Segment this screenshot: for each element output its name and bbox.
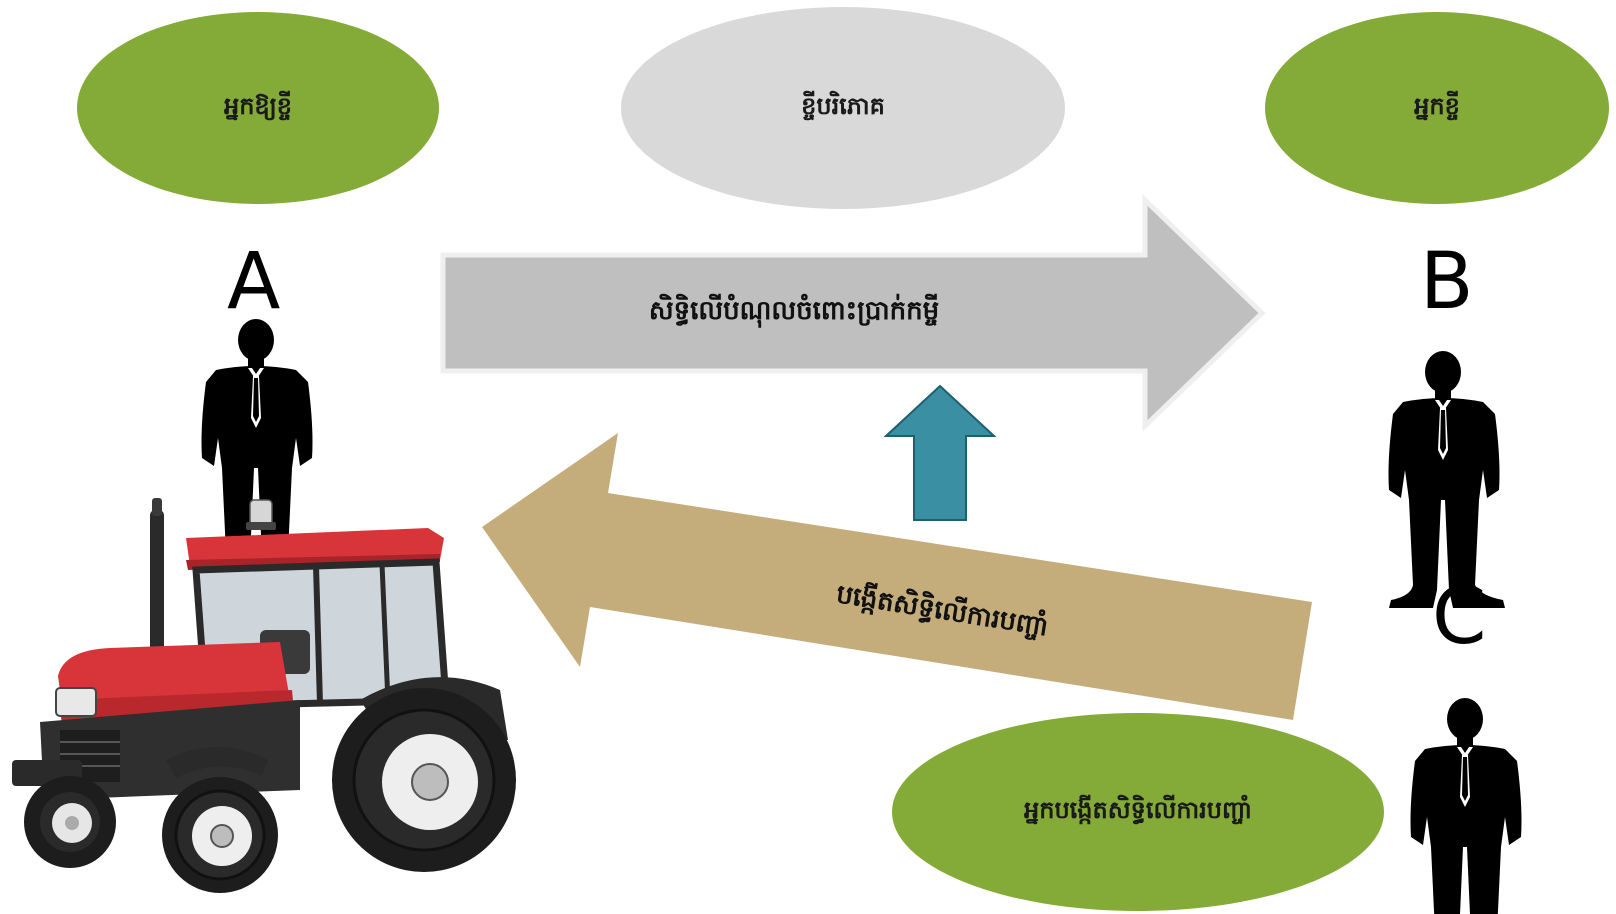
borrower-label: អ្នកខ្ចី (1414, 91, 1460, 120)
person-c-businessman-silhouette-icon (1410, 698, 1527, 914)
consumer-loan-label: ខ្ចីបរិភោគ (801, 91, 885, 120)
person-b-letter: B (1420, 237, 1474, 327)
person-b-businessman-silhouette-icon (1388, 351, 1505, 608)
person-a-letter: A (227, 237, 281, 327)
create-pledge-arrow (482, 433, 1312, 720)
lender-label: អ្នកឱ្យខ្ចី (223, 91, 293, 120)
consumer-loan-ellipse (621, 7, 1065, 209)
up-arrow-icon (883, 384, 997, 521)
tractor-icon (12, 498, 516, 893)
claim-right-arrow (440, 194, 1266, 432)
person-c-letter: C (1432, 572, 1487, 662)
lender-ellipse (77, 12, 439, 204)
claim-right-label: សិទ្ធិលើបំណុលចំពោះប្រាក់កម្ចី (648, 296, 940, 326)
pledge-creator-label: អ្នកបង្កើតសិទ្ធិលើការបញ្ចាំ (1023, 795, 1253, 824)
borrower-ellipse (1265, 12, 1609, 204)
pledge-creator-ellipse (892, 713, 1384, 911)
